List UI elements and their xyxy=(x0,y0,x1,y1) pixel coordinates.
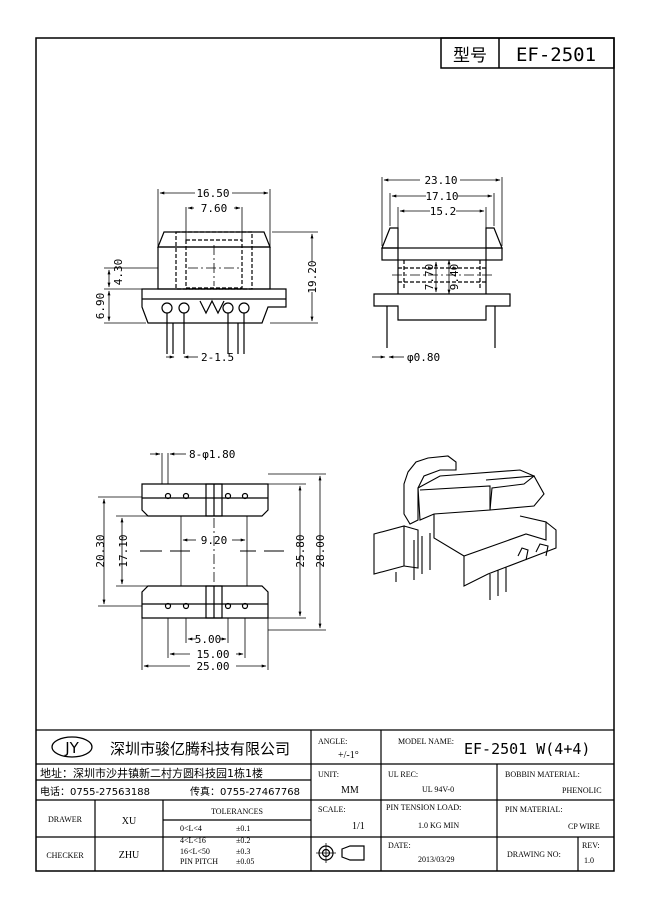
company-phone: 电话：0755-27563188 xyxy=(40,785,150,798)
dim-side-pin: φ0.80 xyxy=(407,351,440,364)
pin-material-value: CP WIRE xyxy=(568,822,600,831)
isometric-view xyxy=(373,455,557,600)
title-block xyxy=(36,729,614,871)
dim-side-mid: 17.10 xyxy=(425,190,458,203)
tolerance-range: PIN PITCH xyxy=(180,857,218,866)
model-name-label: MODEL NAME: xyxy=(398,737,454,746)
tolerance-value: ±0.05 xyxy=(236,857,254,866)
ul-rec-value: UL 94V-0 xyxy=(422,785,454,794)
pin-material-label: PIN MATERIAL: xyxy=(505,805,563,814)
rev-value: 1.0 xyxy=(584,856,594,865)
dim-front-base: 6.90 xyxy=(94,293,107,320)
pin-tension-label: PIN TENSION LOAD: xyxy=(386,803,461,812)
sheet-border xyxy=(35,37,615,872)
front-view xyxy=(104,189,318,359)
angle-label: ANGLE: xyxy=(318,737,347,746)
bobbin-material-label: BOBBIN MATERIAL: xyxy=(505,770,580,779)
dim-top-bottom-2: 15.00 xyxy=(196,648,229,661)
date-label: DATE: xyxy=(388,841,411,850)
company-address: 地址：深圳市沙井镇新二村方圆科技园1栋1楼 xyxy=(40,766,263,780)
dim-front-height: 19.20 xyxy=(306,260,319,293)
model-header: 型号 EF-2501 xyxy=(440,37,615,69)
dim-top-left-outer: 20.30 xyxy=(94,534,107,567)
drawer-label: DRAWER xyxy=(48,815,83,824)
company-logo: JY xyxy=(64,739,79,757)
drawer-value: XU xyxy=(122,816,137,827)
tolerance-range: 16<L<50 xyxy=(180,847,210,856)
ul-rec-label: UL REC: xyxy=(388,770,418,779)
checker-value: ZHU xyxy=(119,850,140,861)
dim-front-inner: 7.60 xyxy=(201,202,228,215)
company-fax: 传真：0755-27467768 xyxy=(190,785,300,798)
tolerances-label: TOLERANCES xyxy=(211,807,263,816)
angle-value: +/-1° xyxy=(338,750,359,761)
title-block-text: JY 深圳市骏亿腾科技有限公司 地址：深圳市沙井镇新二村方圆科技园1栋1楼 电话… xyxy=(40,737,602,866)
dim-front-pitch: 2-1.5 xyxy=(201,351,234,364)
side-view-dims: 23.10 17.10 15.2 7.70 9.40 φ0.80 xyxy=(407,174,461,364)
dim-top-right-inner: 25.80 xyxy=(294,534,307,567)
drawing-no-label: DRAWING NO: xyxy=(507,850,561,859)
tolerance-range: 0<L<4 xyxy=(180,824,202,833)
model-label: 型号 xyxy=(453,46,487,66)
dim-side-h2: 9.40 xyxy=(448,264,461,291)
dim-top-left-inner: 17.10 xyxy=(117,534,130,567)
unit-value: MM xyxy=(341,785,359,796)
tolerance-range: 4<L<16 xyxy=(180,836,206,845)
dim-front-top: 4.30 xyxy=(112,259,125,286)
tolerance-value: ±0.1 xyxy=(236,824,250,833)
top-view-dims: 8-φ1.80 9.20 20.30 17.10 25.80 28.00 5.0… xyxy=(94,448,327,673)
dim-top-bottom-3: 25.00 xyxy=(196,660,229,673)
scale-value: 1/1 xyxy=(352,821,365,832)
top-view xyxy=(98,452,326,670)
bobbin-material-value: PHENOLIC xyxy=(562,786,602,795)
company-name: 深圳市骏亿腾科技有限公司 xyxy=(110,740,290,758)
side-view xyxy=(372,177,511,359)
dim-top-bottom-1: 5.00 xyxy=(195,633,222,646)
scale-label: SCALE: xyxy=(318,805,346,814)
model-value: EF-2501 xyxy=(516,44,596,66)
dim-side-total: 23.10 xyxy=(424,174,457,187)
dim-top-right-outer: 28.00 xyxy=(314,534,327,567)
checker-label: CHECKER xyxy=(46,851,84,860)
front-view-dims: 16.50 7.60 19.20 4.30 6.90 2-1.5 xyxy=(94,187,319,364)
rev-label: REV: xyxy=(582,841,600,850)
dim-side-inner: 15.2 xyxy=(430,205,457,218)
date-value: 2013/03/29 xyxy=(418,855,454,864)
unit-label: UNIT: xyxy=(318,770,339,779)
model-name-value: EF-2501 W(4+4) xyxy=(464,740,590,758)
tolerance-value: ±0.2 xyxy=(236,836,250,845)
dim-side-h1: 7.70 xyxy=(423,264,436,291)
pin-tension-value: 1.0 KG MIN xyxy=(418,821,459,830)
dim-top-center: 9.20 xyxy=(201,534,228,547)
tolerance-value: ±0.3 xyxy=(236,847,250,856)
dim-top-holes: 8-φ1.80 xyxy=(189,448,235,461)
dim-front-width: 16.50 xyxy=(196,187,229,200)
